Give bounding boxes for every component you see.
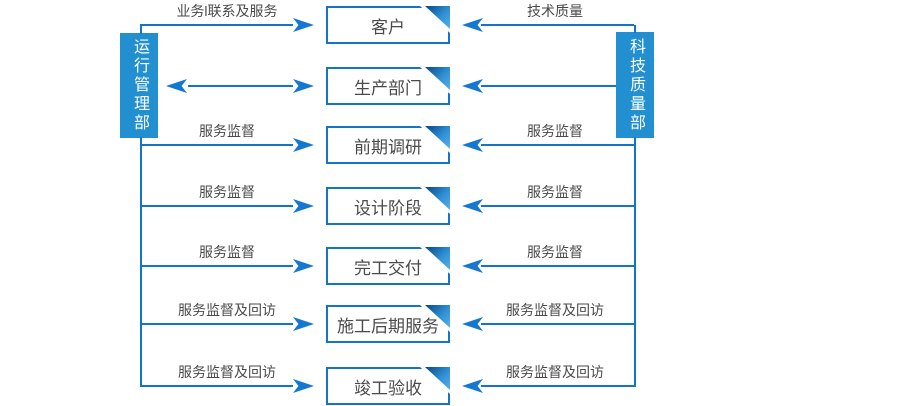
label-service-supervision: 服务监督 bbox=[527, 244, 583, 260]
label-service-supervision-followup: 服务监督及回访 bbox=[506, 364, 604, 380]
connector-line bbox=[140, 144, 293, 146]
flow-box-production-dept: 生产部门 bbox=[326, 67, 450, 105]
operations-management-dept-label: 运行管理部 bbox=[131, 38, 148, 133]
connector-line bbox=[481, 205, 634, 207]
connector-line bbox=[140, 385, 293, 387]
connector-line bbox=[481, 144, 634, 146]
flow-box-preliminary-research: 前期调研 bbox=[326, 126, 450, 164]
connector-line bbox=[188, 85, 293, 87]
right-trunk-line bbox=[634, 137, 636, 387]
connector-line bbox=[481, 385, 634, 387]
label-service-supervision: 服务监督 bbox=[199, 244, 255, 260]
connector-line bbox=[140, 265, 293, 267]
flow-box-production-dept-label: 生产部门 bbox=[354, 78, 422, 98]
arrow-right-icon bbox=[293, 78, 314, 94]
label-service-supervision-followup: 服务监督及回访 bbox=[506, 302, 604, 318]
connector-line bbox=[481, 24, 634, 26]
flow-box-preliminary-research-label: 前期调研 bbox=[354, 137, 422, 157]
flow-box-completion-delivery: 完工交付 bbox=[326, 247, 450, 285]
flow-box-completion-acceptance: 竣工验收 bbox=[326, 367, 450, 405]
connector-line bbox=[481, 85, 616, 87]
flow-box-design-phase-label: 设计阶段 bbox=[354, 198, 422, 218]
connector-line bbox=[140, 24, 293, 26]
flow-box-customer: 客户 bbox=[326, 6, 450, 44]
right-elbow-line bbox=[634, 25, 636, 33]
technology-quality-dept-bar: 科技质量部 bbox=[616, 32, 654, 138]
connector-line bbox=[481, 265, 634, 267]
flow-box-post-construction-service-label: 施工后期服务 bbox=[337, 316, 439, 336]
label-service-supervision: 服务监督 bbox=[527, 123, 583, 139]
label-business-contact-service: 业务l联系及服务 bbox=[176, 3, 278, 19]
connector-line bbox=[481, 323, 634, 325]
connector-line bbox=[140, 323, 293, 325]
label-service-supervision: 服务监督 bbox=[527, 184, 583, 200]
label-service-supervision-followup: 服务监督及回访 bbox=[178, 302, 276, 318]
label-service-supervision: 服务监督 bbox=[199, 184, 255, 200]
flow-box-completion-acceptance-label: 竣工验收 bbox=[354, 378, 422, 398]
flow-box-post-construction-service: 施工后期服务 bbox=[326, 305, 450, 343]
arrow-left-icon bbox=[462, 78, 483, 94]
flow-box-customer-label: 客户 bbox=[371, 17, 405, 37]
flow-box-completion-delivery-label: 完工交付 bbox=[354, 258, 422, 278]
connector-line bbox=[140, 205, 293, 207]
arrow-left-icon bbox=[166, 78, 187, 94]
operations-management-dept-bar: 运行管理部 bbox=[120, 33, 158, 138]
left-elbow-line bbox=[140, 25, 142, 34]
label-technical-quality: 技术质量 bbox=[527, 3, 583, 19]
technology-quality-dept-label: 科技质量部 bbox=[627, 37, 644, 133]
left-trunk-line bbox=[140, 137, 142, 387]
label-service-supervision-followup: 服务监督及回访 bbox=[178, 364, 276, 380]
flow-box-design-phase: 设计阶段 bbox=[326, 187, 450, 225]
label-service-supervision: 服务监督 bbox=[199, 123, 255, 139]
